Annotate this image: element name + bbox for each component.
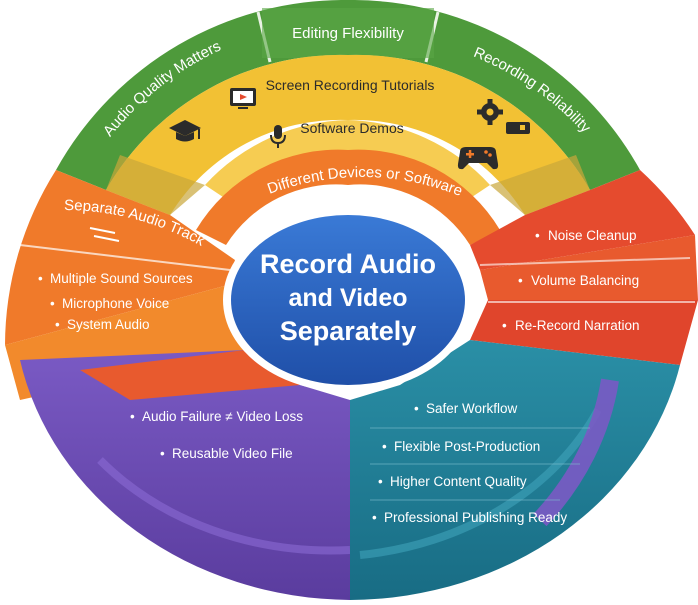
yellow-ring (106, 54, 590, 215)
svg-text:•: • (50, 296, 55, 311)
label-screen-recording-tutorials: Screen Recording Tutorials (266, 77, 435, 93)
right-segment (470, 170, 698, 365)
list-item: Re-Record Narration (515, 318, 640, 333)
svg-text:•: • (378, 474, 383, 489)
svg-text:•: • (382, 439, 387, 454)
svg-text:•: • (160, 446, 165, 461)
label-editing-flexibility: Editing Flexibility (292, 25, 404, 42)
svg-text:•: • (502, 318, 507, 333)
center-title-line1: Record Audio (260, 249, 436, 279)
svg-text:•: • (372, 510, 377, 525)
list-item: Reusable Video File (172, 446, 293, 461)
center-title-line2: and Video (288, 284, 407, 312)
list-item: Safer Workflow (426, 401, 518, 416)
outer-ring-green (56, 0, 640, 190)
gamepad-icon (457, 147, 499, 170)
gear-icon (477, 99, 530, 134)
center-title-line3: Separately (280, 316, 417, 346)
list-item: Flexible Post-Production (394, 439, 540, 454)
list-item: Noise Cleanup (548, 228, 637, 243)
graduation-cap-icon (169, 120, 201, 142)
svg-text:•: • (55, 317, 60, 332)
svg-text:•: • (414, 401, 419, 416)
bottom-left-list: • Audio Failure ≠ Video Loss • Reusable … (130, 409, 303, 461)
list-item: Audio Failure ≠ Video Loss (142, 409, 303, 424)
list-item: Volume Balancing (531, 273, 639, 288)
label-software-demos: Software Demos (300, 120, 403, 136)
svg-text:•: • (130, 409, 135, 424)
svg-text:•: • (535, 228, 540, 243)
orange-ring (196, 149, 500, 245)
bottom-right-list: • Safer Workflow • Flexible Post-Product… (370, 401, 590, 525)
list-item: Microphone Voice (62, 296, 169, 311)
svg-text:•: • (518, 273, 523, 288)
svg-text:•: • (38, 271, 43, 286)
right-segment-list: • Noise Cleanup • Volume Balancing • Re-… (502, 228, 640, 333)
list-item: Professional Publishing Ready (384, 510, 567, 525)
microphone-icon (270, 125, 286, 148)
left-segment-list: • Multiple Sound Sources • Microphone Vo… (38, 271, 193, 332)
monitor-play-icon (230, 88, 256, 109)
list-item: Multiple Sound Sources (50, 271, 193, 286)
pen-strokes-icon (89, 227, 120, 242)
bottom-left-segment (20, 350, 351, 600)
list-item: System Audio (67, 317, 150, 332)
list-item: Higher Content Quality (390, 474, 527, 489)
center-hub: Record Audio and Video Separately (223, 208, 473, 392)
bottom-right-segment (350, 340, 680, 600)
